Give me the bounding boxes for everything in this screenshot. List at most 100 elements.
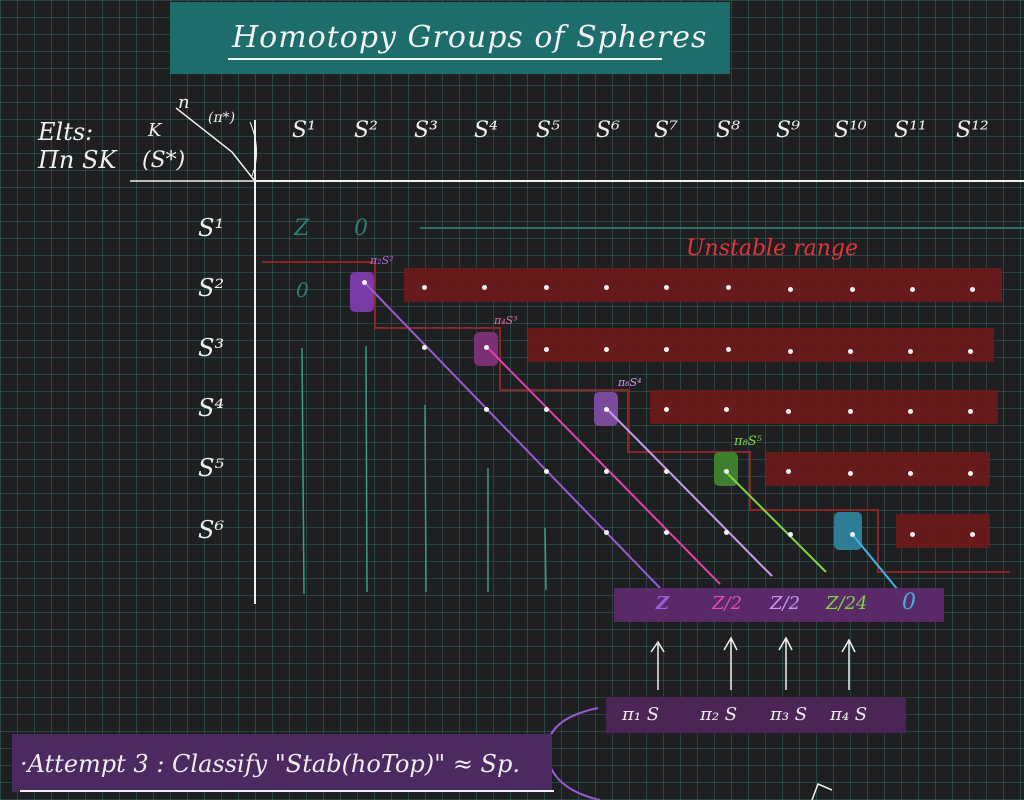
column-header: S⁵ xyxy=(536,118,560,143)
attempt-underline xyxy=(20,790,554,792)
dot xyxy=(908,409,913,414)
diagonal-label: π₈S⁵ xyxy=(734,434,762,449)
column-header: S² xyxy=(354,118,378,143)
column-header: S¹² xyxy=(956,118,989,143)
column-header: S¹¹ xyxy=(894,118,927,143)
dot xyxy=(848,349,853,354)
dot xyxy=(970,532,975,537)
dot xyxy=(664,407,669,412)
row-header: S² xyxy=(198,274,225,302)
dot xyxy=(484,407,489,412)
unstable-band-s3 xyxy=(528,328,994,362)
unstable-range-label: Unstable range xyxy=(686,236,858,261)
page-title: Homotopy Groups of Spheres xyxy=(232,20,708,55)
title-underline xyxy=(228,58,662,60)
up-arrow-icon xyxy=(723,636,738,690)
unstable-band-s6 xyxy=(896,514,990,548)
corner-mark xyxy=(811,783,833,800)
dot xyxy=(850,532,855,537)
dot xyxy=(786,409,791,414)
diagonal-label: π₂S² xyxy=(370,254,394,267)
column-header: S⁹ xyxy=(776,118,800,143)
result-value: Z/2 xyxy=(712,593,743,614)
elts-formula: Πn SK xyxy=(38,146,117,174)
attempt-bar xyxy=(12,734,552,792)
dot xyxy=(850,287,855,292)
dot xyxy=(362,280,367,285)
dot xyxy=(604,530,609,535)
diagonal-label: π₄S³ xyxy=(494,314,518,327)
dot xyxy=(664,469,669,474)
column-header: S⁸ xyxy=(716,118,740,143)
dot xyxy=(604,347,609,352)
corner-pi: (π*) xyxy=(208,110,236,126)
stable-results-bar xyxy=(614,588,944,622)
stable-group-label: π₃ S xyxy=(770,704,808,725)
up-arrow-icon xyxy=(778,636,793,690)
dot xyxy=(604,469,609,474)
dot xyxy=(908,471,913,476)
dot xyxy=(664,285,669,290)
column-header: S¹⁰ xyxy=(834,118,867,143)
dot xyxy=(422,345,427,350)
dot xyxy=(604,285,609,290)
column-header: S³ xyxy=(414,118,438,143)
stable-group-label: π₂ S xyxy=(700,704,738,725)
column-header: S⁷ xyxy=(654,118,678,143)
dot xyxy=(788,532,793,537)
dot xyxy=(482,285,487,290)
diagonal-lilac xyxy=(605,407,773,577)
result-value: 0 xyxy=(902,590,916,615)
diagonal-magenta xyxy=(485,345,721,585)
dot xyxy=(544,469,549,474)
highlight-pi10-s6 xyxy=(834,512,862,550)
dot xyxy=(422,285,427,290)
dot xyxy=(726,285,731,290)
result-value: Z xyxy=(656,593,670,614)
diagonal-green xyxy=(723,469,827,573)
unstable-band-s5 xyxy=(766,452,990,486)
corner-k: K xyxy=(148,120,162,141)
column-header: S⁶ xyxy=(596,118,620,143)
row-header: S⁶ xyxy=(198,516,225,544)
dot xyxy=(544,407,549,412)
dot xyxy=(726,347,731,352)
elts-label: Elts: xyxy=(38,118,94,146)
corner-n: n xyxy=(178,92,190,113)
dot xyxy=(910,287,915,292)
highlight-pi2-s2 xyxy=(350,272,374,312)
dot xyxy=(664,347,669,352)
dot xyxy=(724,407,729,412)
dot xyxy=(604,407,609,412)
dot xyxy=(848,471,853,476)
diagonal-purple xyxy=(363,281,661,589)
column-header: S⁴ xyxy=(474,118,498,143)
unstable-band-s4 xyxy=(650,390,998,424)
column-header: S¹ xyxy=(292,118,316,143)
dot xyxy=(968,349,973,354)
corner-diagonal xyxy=(175,107,255,181)
row-header: S³ xyxy=(198,334,225,362)
dot xyxy=(908,349,913,354)
dot xyxy=(788,349,793,354)
stable-group-label: π₁ S xyxy=(622,704,660,725)
dot xyxy=(970,287,975,292)
attempt-text: ·Attempt 3 : Classify "Stab(hoTop)" ≈ Sp… xyxy=(20,750,520,778)
up-arrow-icon xyxy=(841,638,856,690)
dot xyxy=(910,532,915,537)
dot xyxy=(724,530,729,535)
dot xyxy=(544,285,549,290)
pi-bracket xyxy=(249,121,257,177)
dot xyxy=(484,345,489,350)
dot xyxy=(788,287,793,292)
row-header: S⁴ xyxy=(198,394,225,422)
diagonal-cyan xyxy=(851,533,899,591)
bracket-curve xyxy=(546,707,601,800)
s1-pi2-value: 0 xyxy=(354,216,368,241)
unstable-boundary xyxy=(262,261,1010,573)
dot xyxy=(968,409,973,414)
dot xyxy=(968,471,973,476)
